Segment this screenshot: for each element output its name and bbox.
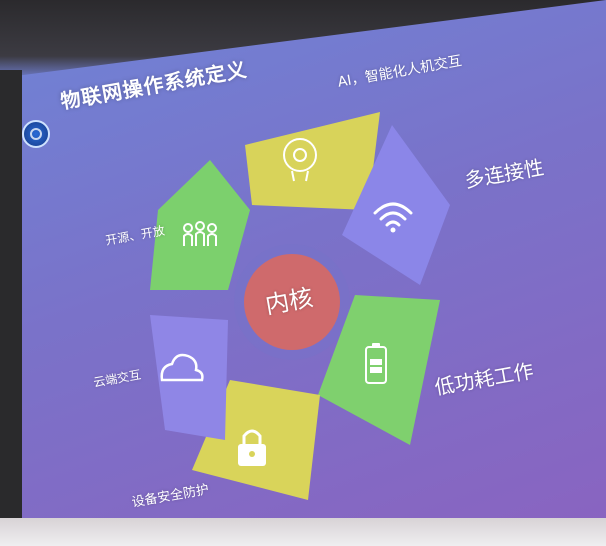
wall-left-edge xyxy=(0,70,22,530)
wifi-icon xyxy=(373,202,413,233)
cloud-icon xyxy=(160,353,204,382)
people-icon xyxy=(183,221,217,246)
segment-cloud xyxy=(150,315,228,440)
organization-logo xyxy=(22,120,50,148)
segment-open-source xyxy=(150,160,250,290)
screen-bottom-edge xyxy=(0,518,606,546)
center-core xyxy=(244,254,340,350)
lock-icon xyxy=(238,429,266,466)
brain-gear-icon xyxy=(283,138,317,182)
battery-icon xyxy=(365,343,387,384)
segment-ai xyxy=(245,112,380,210)
